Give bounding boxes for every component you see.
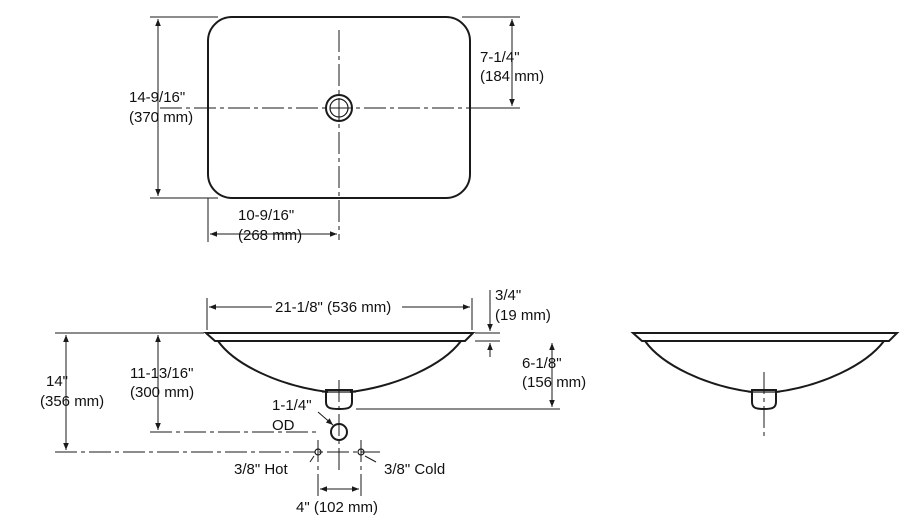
cold-leader: [364, 455, 377, 463]
drain-outlet: [330, 423, 348, 441]
drain-to-edge-in: 7-1/4": [480, 49, 520, 66]
drain-height-in: 11-13/16": [130, 365, 193, 382]
cold-supply-point: [357, 448, 365, 456]
bowl-depth-mm: (156 mm): [522, 374, 586, 391]
height-floor-in: 14": [46, 373, 68, 390]
supply-spacing: 4" (102 mm): [296, 499, 378, 516]
basin-rim: [203, 332, 476, 342]
drain-outer: [325, 94, 353, 122]
rim-thickness-mm: (19 mm): [495, 307, 551, 324]
side-view: [630, 332, 900, 436]
drain-to-edge-mm: (184 mm): [480, 68, 544, 85]
drain-from-side-in: 10-9/16": [238, 207, 294, 224]
hot-leader: [309, 455, 315, 463]
rim-thickness-in: 3/4": [495, 287, 521, 304]
height-floor-mm: (356 mm): [40, 393, 104, 410]
front-view: 21-1/8" (536 mm) 3/4" (19 mm) 6-1/8" (15…: [40, 287, 586, 516]
drain-from-side-mm: (268 mm): [238, 227, 302, 244]
drain-od-leader: [317, 411, 334, 426]
drain-od-in: 1-1/4": [272, 397, 312, 414]
overall-width: 21-1/8" (536 mm): [275, 299, 391, 316]
side-rim: [630, 332, 900, 342]
top-view: 14-9/16" (370 mm) 7-1/4" (184 mm) 10-9/1…: [129, 16, 544, 244]
overall-length-mm: (370 mm): [129, 109, 193, 126]
drain-height-mm: (300 mm): [130, 384, 194, 401]
cold-supply-label: 3/8" Cold: [384, 461, 445, 478]
hot-supply-label: 3/8" Hot: [234, 461, 289, 478]
drain-inner: [329, 98, 349, 118]
side-bowl: [644, 340, 885, 393]
overall-length-in: 14-9/16": [129, 89, 185, 106]
bowl-depth-in: 6-1/8": [522, 355, 562, 372]
drain-od-label: OD: [272, 417, 295, 434]
hot-supply-point: [314, 448, 322, 456]
basin-bowl: [217, 340, 462, 393]
